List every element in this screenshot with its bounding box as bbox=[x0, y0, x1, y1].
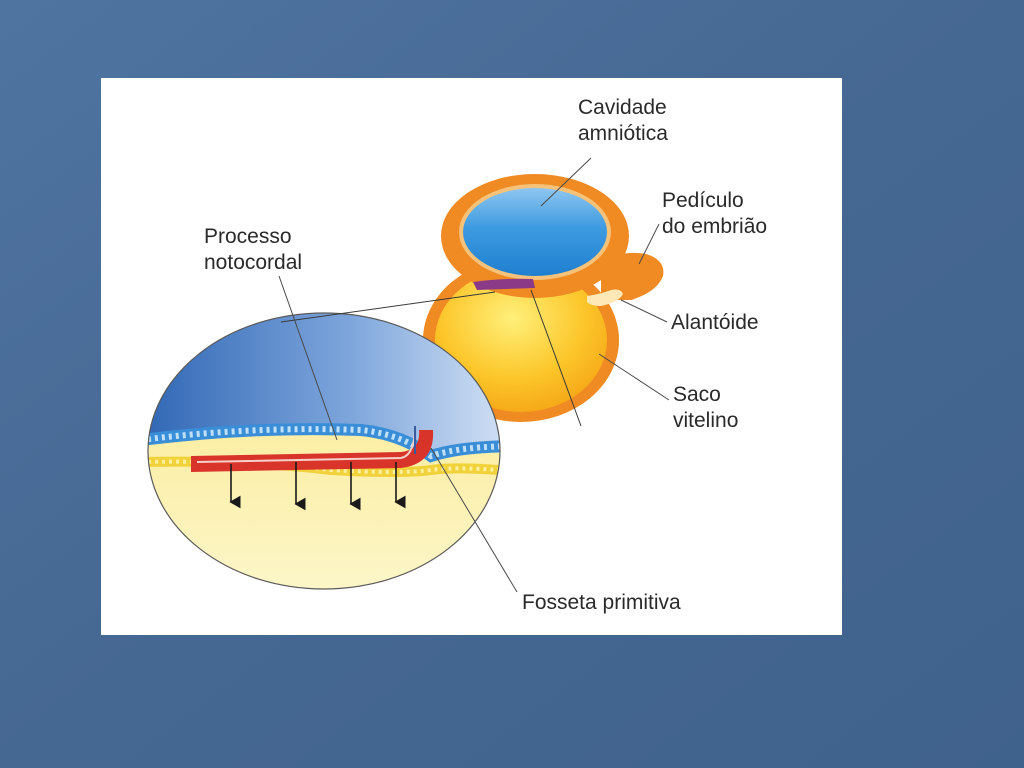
label-amniotic-cavity-line1: Cavidade bbox=[578, 96, 667, 119]
label-yolk-sac-line2: vitelino bbox=[673, 409, 739, 432]
label-primitive-pit: Fosseta primitiva bbox=[522, 590, 681, 616]
label-amniotic-cavity: Cavidade amniótica bbox=[578, 95, 668, 147]
leader-line-amniotic-cavity bbox=[540, 157, 592, 207]
leader-line-yolk-sac bbox=[598, 353, 670, 401]
label-embryo-stalk: Pedículo do embrião bbox=[662, 188, 767, 240]
leader-line-allantois bbox=[620, 299, 668, 323]
label-allantois: Alantóide bbox=[671, 310, 759, 336]
label-yolk-sac: Saco vitelino bbox=[673, 382, 738, 434]
embryonic-disc bbox=[473, 278, 535, 290]
zoom-guide-line bbox=[530, 289, 582, 427]
allantois-shape bbox=[587, 289, 623, 306]
zoom-guide-line bbox=[280, 291, 496, 323]
leader-line-primitive-pit bbox=[430, 447, 518, 593]
leader-line-embryo-stalk bbox=[638, 223, 660, 265]
leader-line-notochordal-process bbox=[278, 275, 338, 441]
ectoderm-layer bbox=[148, 423, 500, 463]
label-notochordal-process: Processo notocordal bbox=[204, 224, 302, 276]
label-notochordal-process-line2: notocordal bbox=[204, 251, 303, 274]
diagram-panel: Cavidade amniótica Pedículo do embrião P… bbox=[101, 78, 842, 635]
embryo-diagram bbox=[147, 157, 670, 593]
label-embryo-stalk-line2: do embrião bbox=[662, 215, 768, 238]
magnified-section bbox=[147, 312, 501, 590]
amniotic-cavity-shape bbox=[441, 174, 629, 298]
label-yolk-sac-line1: Saco bbox=[673, 383, 721, 406]
label-allantois-line1: Alantóide bbox=[671, 311, 759, 334]
label-notochordal-process-line1: Processo bbox=[204, 225, 292, 248]
label-primitive-pit-line1: Fosseta primitiva bbox=[522, 591, 681, 614]
label-embryo-stalk-line1: Pedículo bbox=[662, 189, 744, 212]
label-amniotic-cavity-line2: amniótica bbox=[578, 122, 668, 145]
